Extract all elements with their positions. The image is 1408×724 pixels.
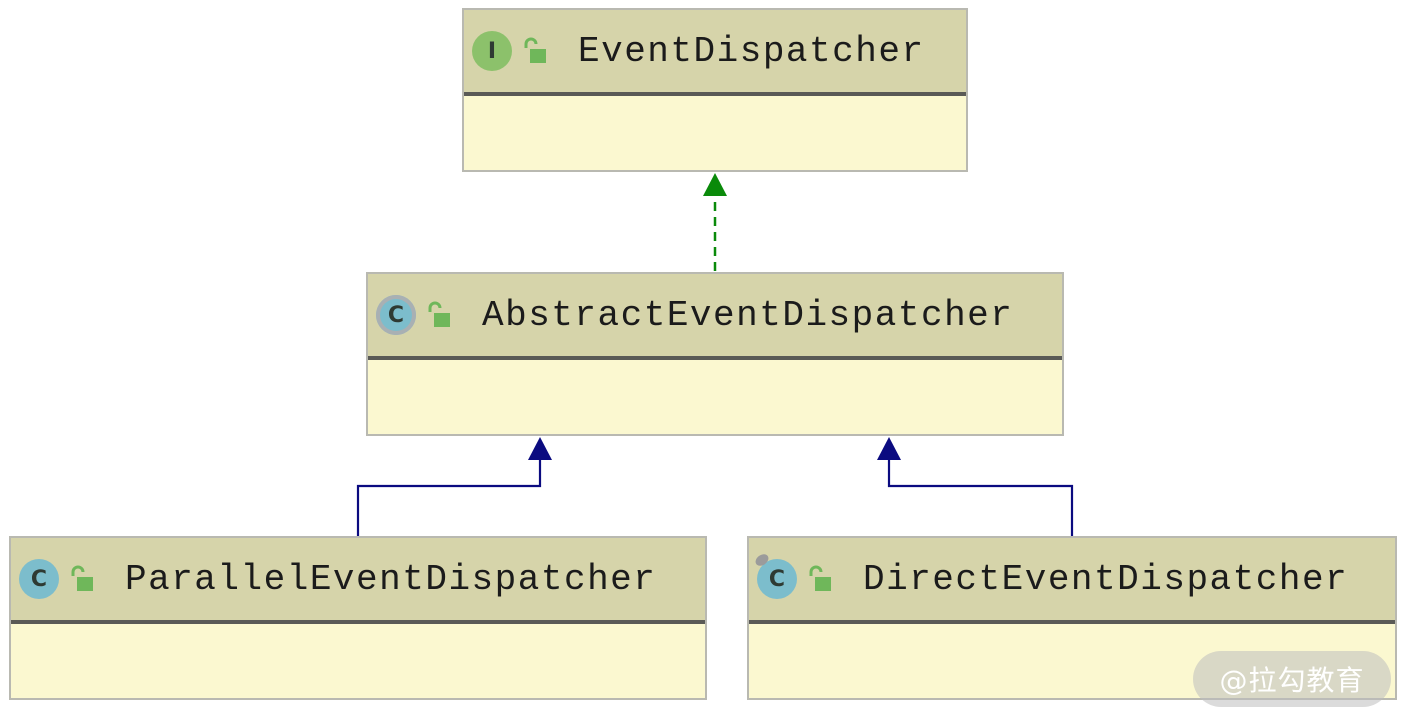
class-name: ParallelEventDispatcher	[125, 558, 657, 600]
final-class-icon: C	[753, 551, 797, 599]
class-box-abstract-event-dispatcher[interactable]: C AbstractEventDispatcher	[366, 272, 1064, 436]
extends-edge-parallel-to-abstract	[356, 437, 552, 536]
abstract-class-icon: C	[376, 295, 416, 335]
class-name: EventDispatcher	[578, 30, 925, 72]
class-name: AbstractEventDispatcher	[482, 294, 1014, 336]
interface-icon: I	[472, 31, 512, 71]
watermark-badge: @拉勾教育	[1193, 651, 1391, 707]
class-box-parallel-event-dispatcher[interactable]: C ParallelEventDispatcher	[9, 536, 707, 700]
unlocked-padlock-icon	[524, 37, 546, 63]
unlocked-padlock-icon	[428, 301, 450, 327]
class-header: I EventDispatcher	[464, 10, 966, 96]
extends-arrowhead-left	[528, 437, 552, 460]
class-header: C AbstractEventDispatcher	[368, 274, 1062, 360]
implements-arrowhead	[703, 173, 727, 196]
unlocked-padlock-icon	[809, 565, 831, 591]
class-name: DirectEventDispatcher	[863, 558, 1349, 600]
implements-edge-abstract-to-interface	[703, 173, 727, 271]
class-icon: C	[19, 559, 59, 599]
class-header: C ParallelEventDispatcher	[11, 538, 705, 624]
extends-arrowhead-right	[877, 437, 901, 460]
class-kind-letter: C	[768, 566, 786, 592]
class-header: C DirectEventDispatcher	[749, 538, 1395, 624]
extends-edge-direct-to-abstract	[877, 437, 1074, 536]
class-box-event-dispatcher[interactable]: I EventDispatcher	[462, 8, 968, 172]
unlocked-padlock-icon	[71, 565, 93, 591]
